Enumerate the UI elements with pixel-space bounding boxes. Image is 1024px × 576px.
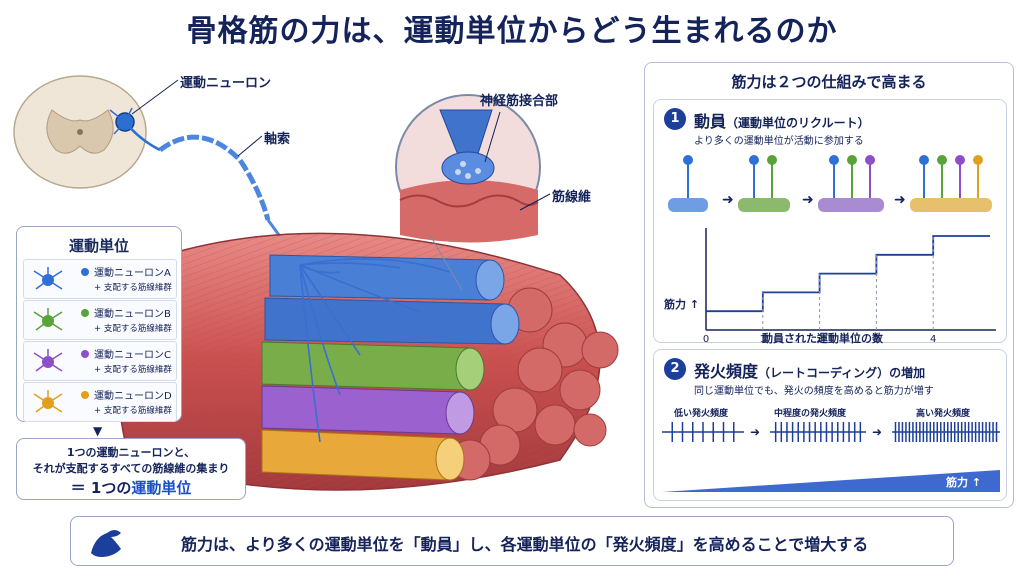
recruitment-panel: ➜ ➜ ➜ <box>653 99 1007 345</box>
freq-arrow-icon: ➜ <box>750 425 760 439</box>
motor-unit-a: 運動ニューロンA + 支配する筋線維群 <box>23 259 177 299</box>
x-tick-label: 2 <box>816 334 822 344</box>
neuron-a-icon <box>33 267 63 290</box>
low-freq-spikes <box>662 422 744 442</box>
recruit-ylabel-text: 筋力 <box>664 298 686 311</box>
x-tick-label: 4 <box>930 334 936 344</box>
step-guides <box>762 236 934 330</box>
fiber-group-a <box>264 254 520 345</box>
panel-title: 筋力は２つの仕組みで高まる <box>731 73 927 91</box>
summary-text: 筋力は、より多くの運動単位を「動員」し、各運動単位の「発火頻度」を高めることで増… <box>181 535 869 554</box>
mid-freq-spikes <box>770 422 866 442</box>
recruit-head-sub: （運動単位のリクルート） <box>726 116 870 130</box>
rate-description: 同じ運動単位でも、発火の頻度を高めると筋力が増す <box>694 386 934 397</box>
rate-heading: 発火頻度（レートコーディング）の増加 <box>694 358 925 382</box>
motor-unit-b-sub: + 支配する筋線維群 <box>94 324 172 334</box>
motor-unit-a-name: 運動ニューロンA <box>94 268 171 279</box>
high-freq-spikes <box>892 422 1000 442</box>
motor-unit-definition: 1つの運動ニューロンと、 それが支配するすべての筋線維の集まり ＝ 1つの運動単… <box>16 438 246 500</box>
motor-unit-c-sub: + 支配する筋線維群 <box>94 365 172 375</box>
fiber-group-c <box>261 385 475 435</box>
recruit-ylabel: 筋力 ↑ <box>664 298 700 311</box>
motor-unit-d-dot <box>81 391 89 399</box>
motor-unit-b-dot <box>81 309 89 317</box>
motor-unit-c-dot <box>81 350 89 358</box>
mechanism-panel: 筋力は２つの仕組みで高まる ➜ ➜ <box>644 62 1014 508</box>
fiber-group-b <box>261 341 485 391</box>
tick-labels: 0 1 2 3 4 <box>703 334 937 344</box>
force-label-text: 筋力 <box>946 476 968 489</box>
recruit-stage-2 <box>738 155 790 212</box>
definition-eq-prefix: ＝ 1つの <box>70 479 132 497</box>
rate-head-sub: （レートコーディング）の増加 <box>758 366 926 380</box>
recruit-number-badge: 1 <box>664 108 686 130</box>
firing-rate-graphic: ➜ ➜ <box>662 422 1000 492</box>
axon-label: 軸索 <box>264 132 291 147</box>
motor-unit-c: 運動ニューロンC + 支配する筋線維群 <box>23 341 177 381</box>
stage-arrow-icon: ➜ <box>894 192 906 208</box>
flexed-arm-icon <box>91 530 121 557</box>
stage-arrow-icon: ➜ <box>722 192 734 208</box>
freq-arrow-icon: ➜ <box>872 425 882 439</box>
motor-neuron-cell <box>109 107 161 152</box>
motor-unit-b: 運動ニューロンB + 支配する筋線維群 <box>23 300 177 340</box>
motor-unit-b-name: 運動ニューロンB <box>94 309 171 320</box>
spinal-cord <box>13 75 147 189</box>
definition-line1: 1つの運動ニューロンと、 <box>66 446 196 459</box>
axon-branches <box>299 258 451 443</box>
step-line <box>706 235 990 313</box>
recruit-stage-1 <box>668 155 708 212</box>
motor-unit-d-sub: + 支配する筋線維群 <box>94 406 172 416</box>
definition-eq-highlight: 運動単位 <box>131 479 192 497</box>
summary-banner: 筋力は、より多くの運動単位を「動員」し、各運動単位の「発火頻度」を高めることで増… <box>70 516 954 566</box>
recruit-stage-3 <box>818 155 884 212</box>
muscle-fiber-label: 筋線維 <box>552 190 592 205</box>
rate-number-badge: 2 <box>664 358 686 380</box>
stage-arrow-icon: ➜ <box>802 192 814 208</box>
x-tick-label: 1 <box>760 334 766 344</box>
motor-unit-a-dot <box>81 268 89 276</box>
x-tick-label: 3 <box>873 334 879 344</box>
motor-neuron-label: 運動ニューロン <box>180 76 272 91</box>
recruit-stage-4 <box>910 155 992 212</box>
nmj-zoom <box>395 94 541 243</box>
force-wedge <box>662 470 1000 492</box>
neuron-b-icon <box>33 308 63 331</box>
rate-coding-panel: 2 発火頻度（レートコーディング）の増加 同じ運動単位でも、発火の頻度を高めると… <box>653 349 1007 501</box>
recruitment-graphic: ➜ ➜ ➜ <box>668 155 996 344</box>
recruit-head-main: 動員 <box>694 112 727 131</box>
rate-head-main: 発火頻度 <box>694 362 759 381</box>
recruit-description: より多くの運動単位が活動に参加する <box>694 136 864 147</box>
x-tick-label: 0 <box>703 334 709 344</box>
motor-unit-d-name: 運動ニューロンD <box>94 391 172 402</box>
arrow-down-icon: ▼ <box>93 424 103 438</box>
motor-unit-d: 運動ニューロンD + 支配する筋線維群 <box>23 382 177 422</box>
recruit-xlabel: 動員された運動単位の数 <box>762 332 883 345</box>
definition-equation: ＝ 1つの運動単位 <box>17 477 245 498</box>
mid-freq-label: 中程度の発火頻度 <box>774 409 847 419</box>
motor-unit-a-sub: + 支配する筋線維群 <box>94 283 172 293</box>
high-freq-label: 高い発火頻度 <box>916 409 971 419</box>
motor-unit-c-name: 運動ニューロンC <box>94 350 171 361</box>
force-label: 筋力 ↑ <box>946 476 982 489</box>
neuron-d-icon <box>33 390 63 413</box>
motor-unit-legend: 運動単位 運動ニューロンA + 支配する筋線維群 運動ニューロンB + 支配する… <box>16 226 182 422</box>
nmj-label: 神経筋接合部 <box>480 94 559 109</box>
fiber-group-d <box>261 429 465 481</box>
low-freq-label: 低い発火頻度 <box>674 409 729 419</box>
recruitment-step-chart: 0 1 2 3 4 <box>703 228 996 344</box>
recruit-heading: 動員（運動単位のリクルート） <box>694 108 870 132</box>
definition-line2: それが支配するすべての筋線維の集まり <box>32 462 230 475</box>
muscle-illustration <box>13 75 619 491</box>
neuron-c-icon <box>33 349 63 372</box>
motor-unit-legend-title: 運動単位 <box>68 237 129 255</box>
page-title: 骨格筋の力は、運動単位からどう生まれるのか <box>186 14 838 49</box>
